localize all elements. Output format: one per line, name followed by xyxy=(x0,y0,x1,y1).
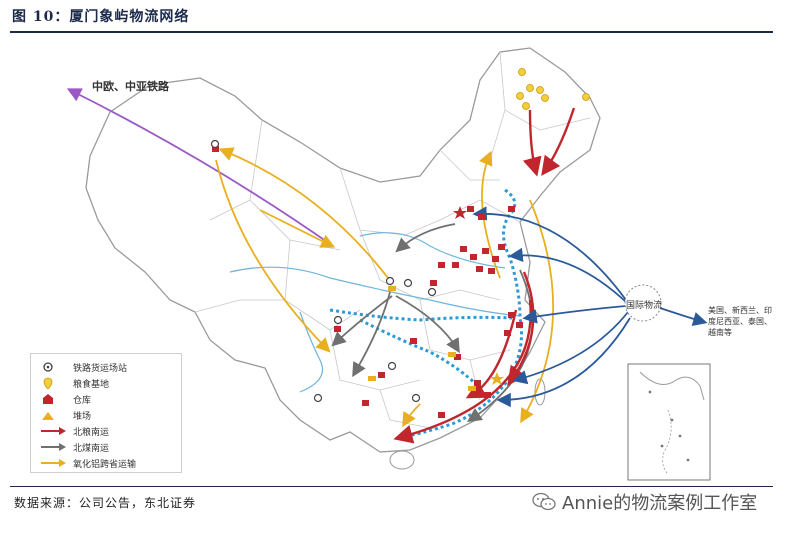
international-hub xyxy=(624,284,662,322)
legend-item-warehouse: 仓库 xyxy=(39,392,91,406)
legend-item-coal-route: 北煤南运 xyxy=(39,440,109,454)
wechat-icon xyxy=(532,492,556,511)
red-arrow-icon xyxy=(41,427,66,435)
south-china-sea-inset xyxy=(627,363,711,481)
yard-icon xyxy=(42,412,54,420)
legend-item-alumina-route: 氧化铝跨省运输 xyxy=(39,456,136,470)
legend-label: 堆场 xyxy=(73,411,92,422)
legend-item-rail-station: 铁路货运场站 xyxy=(39,360,127,374)
legend-label: 铁路货运场站 xyxy=(73,363,128,374)
title-rule xyxy=(10,31,773,33)
map-legend: 铁路货运场站 粮食基地 仓库 堆场 北粮南运 北煤南运 氧化铝跨省运输 xyxy=(30,353,182,473)
data-source: 数据来源：公司公告，东北证券 xyxy=(14,496,197,510)
legend-item-yard: 堆场 xyxy=(39,408,91,422)
intl-logistics-label: 国际物流 xyxy=(626,301,663,311)
rivers xyxy=(229,232,521,393)
hub-star-markers xyxy=(453,206,504,385)
grain-base-icon xyxy=(43,377,53,390)
dotted-routes xyxy=(329,188,523,440)
yard-markers xyxy=(368,286,476,391)
legend-label: 北粮南运 xyxy=(73,427,110,438)
figure-title: 图 10：厦门象屿物流网络 xyxy=(12,9,190,25)
grain-base-markers xyxy=(516,68,590,110)
rail-route-label: 中欧、中亚铁路 xyxy=(92,80,169,93)
gray-arrow-icon xyxy=(41,443,66,451)
legend-label: 氧化铝跨省运输 xyxy=(73,459,137,470)
watermark: Annie的物流案例工作室 xyxy=(532,489,757,515)
rail-station-icon xyxy=(43,362,53,372)
watermark-text: Annie的物流案例工作室 xyxy=(562,493,758,514)
legend-item-grain-route: 北粮南运 xyxy=(39,424,109,438)
warehouse-markers xyxy=(212,146,523,418)
legend-item-grain-base: 粮食基地 xyxy=(39,376,109,390)
legend-label: 仓库 xyxy=(73,395,92,406)
destinations-label: 美国、新西兰、印度尼西亚、泰国、越南等 xyxy=(708,306,772,337)
rail-station-markers xyxy=(210,139,437,403)
yellow-arrow-icon xyxy=(41,459,66,467)
legend-label: 粮食基地 xyxy=(73,379,110,390)
legend-label: 北煤南运 xyxy=(73,443,110,454)
warehouse-icon xyxy=(43,394,53,404)
grain-routes xyxy=(393,107,576,444)
international-routes xyxy=(472,206,708,408)
source-rule xyxy=(10,486,773,487)
rail-route-europe xyxy=(66,88,334,247)
hainan-island xyxy=(389,450,415,470)
